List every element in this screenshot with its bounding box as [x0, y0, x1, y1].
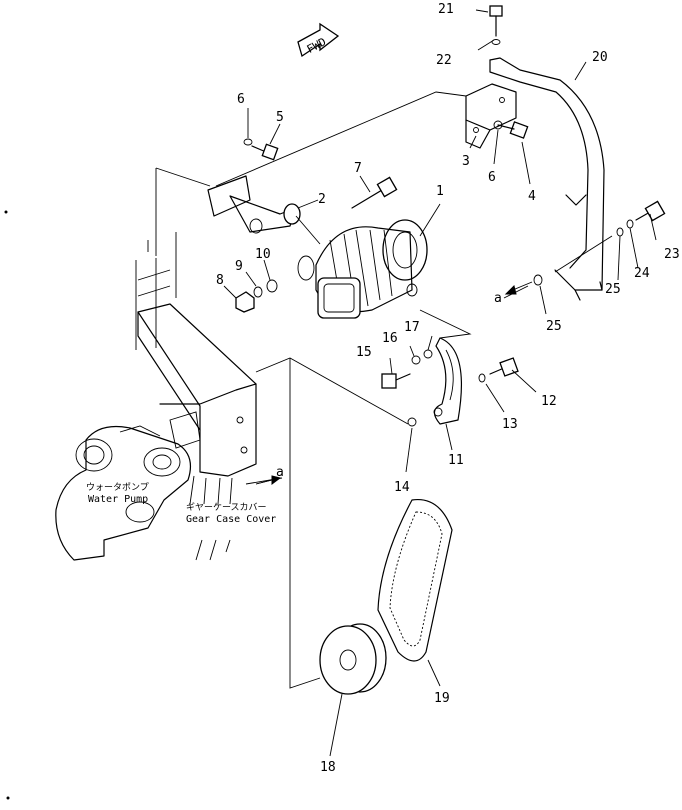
part-label: 10: [255, 247, 271, 262]
part-label: 2: [318, 192, 326, 207]
ref-arrow-a-right: a: [494, 281, 533, 306]
part-label: 1: [436, 184, 444, 199]
part-label: 4: [528, 189, 536, 204]
bolt-23: [616, 200, 666, 237]
ref-mark-a: a: [276, 465, 284, 480]
fwd-arrow: FWD: [297, 22, 340, 58]
bracket-3: [465, 83, 517, 149]
washer-25: [533, 274, 543, 286]
part-label: 17: [404, 320, 420, 335]
bracket-20: [489, 57, 605, 301]
ref-mark-a: a: [494, 291, 502, 306]
part-label: 3: [462, 154, 470, 169]
water-pump-label-jp: ウォータポンプ: [86, 482, 149, 493]
part-label: 14: [394, 480, 410, 495]
v-belt-19: [377, 498, 453, 662]
part-label: 18: [320, 760, 336, 775]
part-label: 7: [354, 161, 362, 176]
washer-14: [407, 417, 417, 427]
bolt-4: [493, 120, 529, 139]
bolt-21: [489, 5, 503, 45]
part-label: 23: [664, 247, 680, 262]
part-label: 25: [546, 319, 562, 334]
bolt-7: [351, 176, 398, 209]
nut-8-washers-9-10: [235, 279, 278, 313]
gear-case-caption: ギヤーケースカバー Gear Case Cover: [186, 502, 276, 525]
part-label: 24: [634, 266, 650, 281]
part-label: 15: [356, 345, 372, 360]
part-label: 19: [434, 691, 450, 706]
gear-case-label-en: Gear Case Cover: [186, 514, 276, 525]
part-label: 5: [276, 110, 284, 125]
part-label: 6: [488, 170, 496, 185]
water-pump-caption: ウォータポンプ Water Pump: [86, 482, 149, 505]
adjust-plate-11: [433, 337, 463, 425]
part-label: 21: [438, 2, 454, 17]
part-label: 25: [605, 282, 621, 297]
gear-case-cover: [135, 232, 257, 477]
gear-case-label-jp: ギヤーケースカバー: [186, 502, 267, 513]
part-label: 8: [216, 273, 224, 288]
part-labels: 1 2 3 4 5 6 6 7 8 9 10 11 12 13 14 15 16…: [216, 2, 680, 775]
part-label: 6: [237, 92, 245, 107]
bolt-15: [381, 349, 433, 389]
pulley-18: [319, 623, 387, 695]
alternator-1: [297, 219, 428, 319]
scan-specks: [4, 210, 10, 800]
part-label: 20: [592, 50, 608, 65]
leader-lines: [223, 9, 657, 757]
water-pump: [55, 425, 191, 561]
part-label: 12: [541, 394, 557, 409]
ref-arrow-a-left: a: [255, 465, 284, 485]
bolt-5: [243, 138, 279, 161]
reference-lines: [155, 91, 613, 689]
part-label: 22: [436, 53, 452, 68]
caption-leaders: [189, 475, 233, 561]
part-label: 9: [235, 259, 243, 274]
part-label: 11: [448, 453, 464, 468]
part-label: 13: [502, 417, 518, 432]
water-pump-label-en: Water Pump: [88, 494, 148, 505]
bracket-2: [207, 175, 301, 234]
part-label: 16: [382, 331, 398, 346]
